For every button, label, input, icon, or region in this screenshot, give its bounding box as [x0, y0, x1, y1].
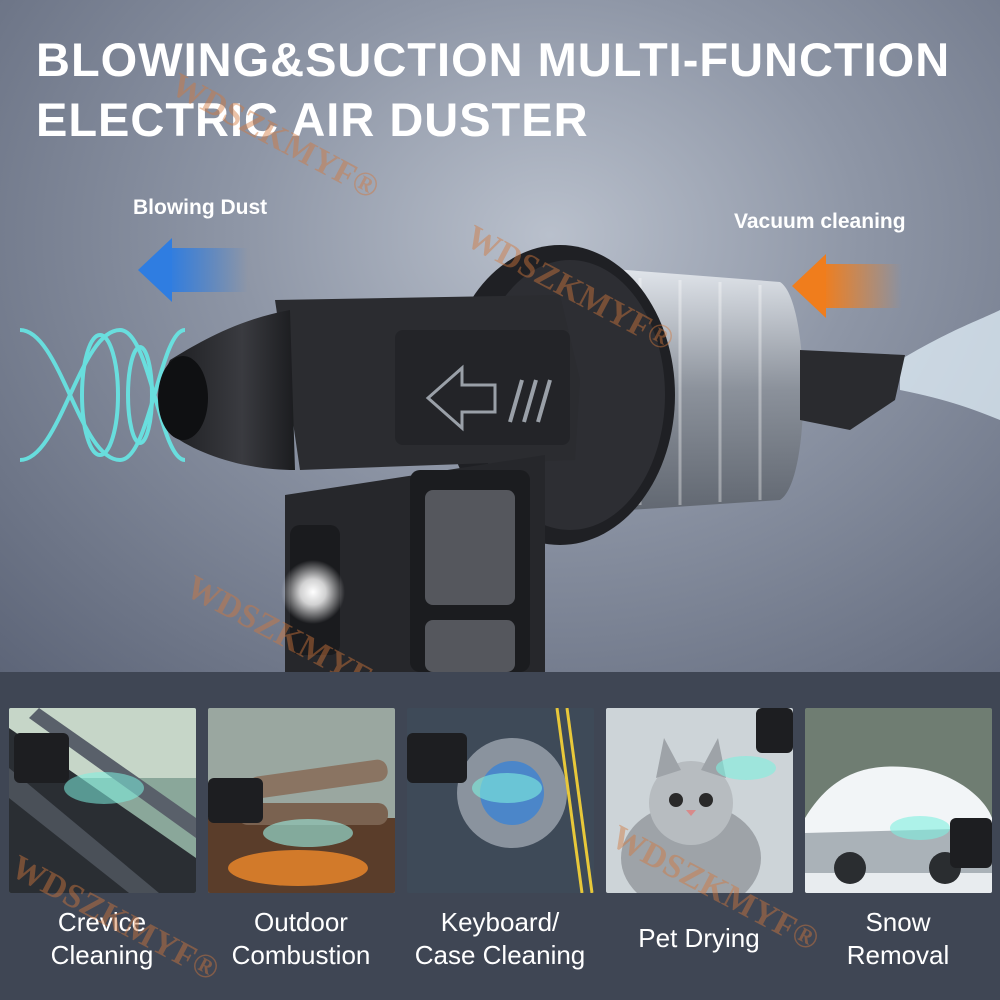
vacuum-arrow-icon [792, 254, 902, 318]
use-case-label-line: Removal [846, 940, 950, 970]
use-case-label-crevice: Crevice Cleaning [2, 906, 202, 972]
use-case-label-line: Snow [865, 907, 931, 937]
use-case-label-pet: Pet Drying [599, 922, 799, 955]
use-case-image-snow [805, 708, 992, 893]
use-case-label-outdoor: Outdoor Combustion [201, 906, 401, 972]
use-case-image-pet [606, 708, 793, 893]
hero-banner: BLOWING&SUCTION MULTI-FUNCTION ELECTRIC … [0, 0, 1000, 672]
headline-line-1: BLOWING&SUCTION MULTI-FUNCTION [36, 33, 951, 86]
use-case-label-line: Combustion [231, 940, 371, 970]
use-case-image-crevice [9, 708, 196, 893]
use-case-label-line: Case Cleaning [414, 940, 586, 970]
use-case-label-snow: Snow Removal [798, 906, 998, 972]
use-case-label-line: Outdoor [254, 907, 348, 937]
use-case-label-line: Crevice [57, 907, 147, 937]
use-case-image-keyboard [407, 708, 594, 893]
use-case-label-line: Cleaning [50, 940, 154, 970]
use-case-label-keyboard: Keyboard/ Case Cleaning [400, 906, 600, 972]
blowing-dust-label: Blowing Dust [133, 196, 268, 219]
headline-line-2: ELECTRIC AIR DUSTER [36, 93, 589, 146]
vacuum-cleaning-label: Vacuum cleaning [734, 210, 906, 233]
use-case-image-outdoor [208, 708, 395, 893]
product-illustration [19, 238, 1000, 672]
blow-arrow-icon [138, 238, 248, 302]
vacuum-airflow [900, 310, 1000, 420]
use-case-label-line: Pet Drying [638, 923, 760, 953]
use-case-label-line: Keyboard/ [440, 907, 560, 937]
blow-airflow-icon [19, 327, 186, 463]
led-light-icon [281, 560, 345, 624]
